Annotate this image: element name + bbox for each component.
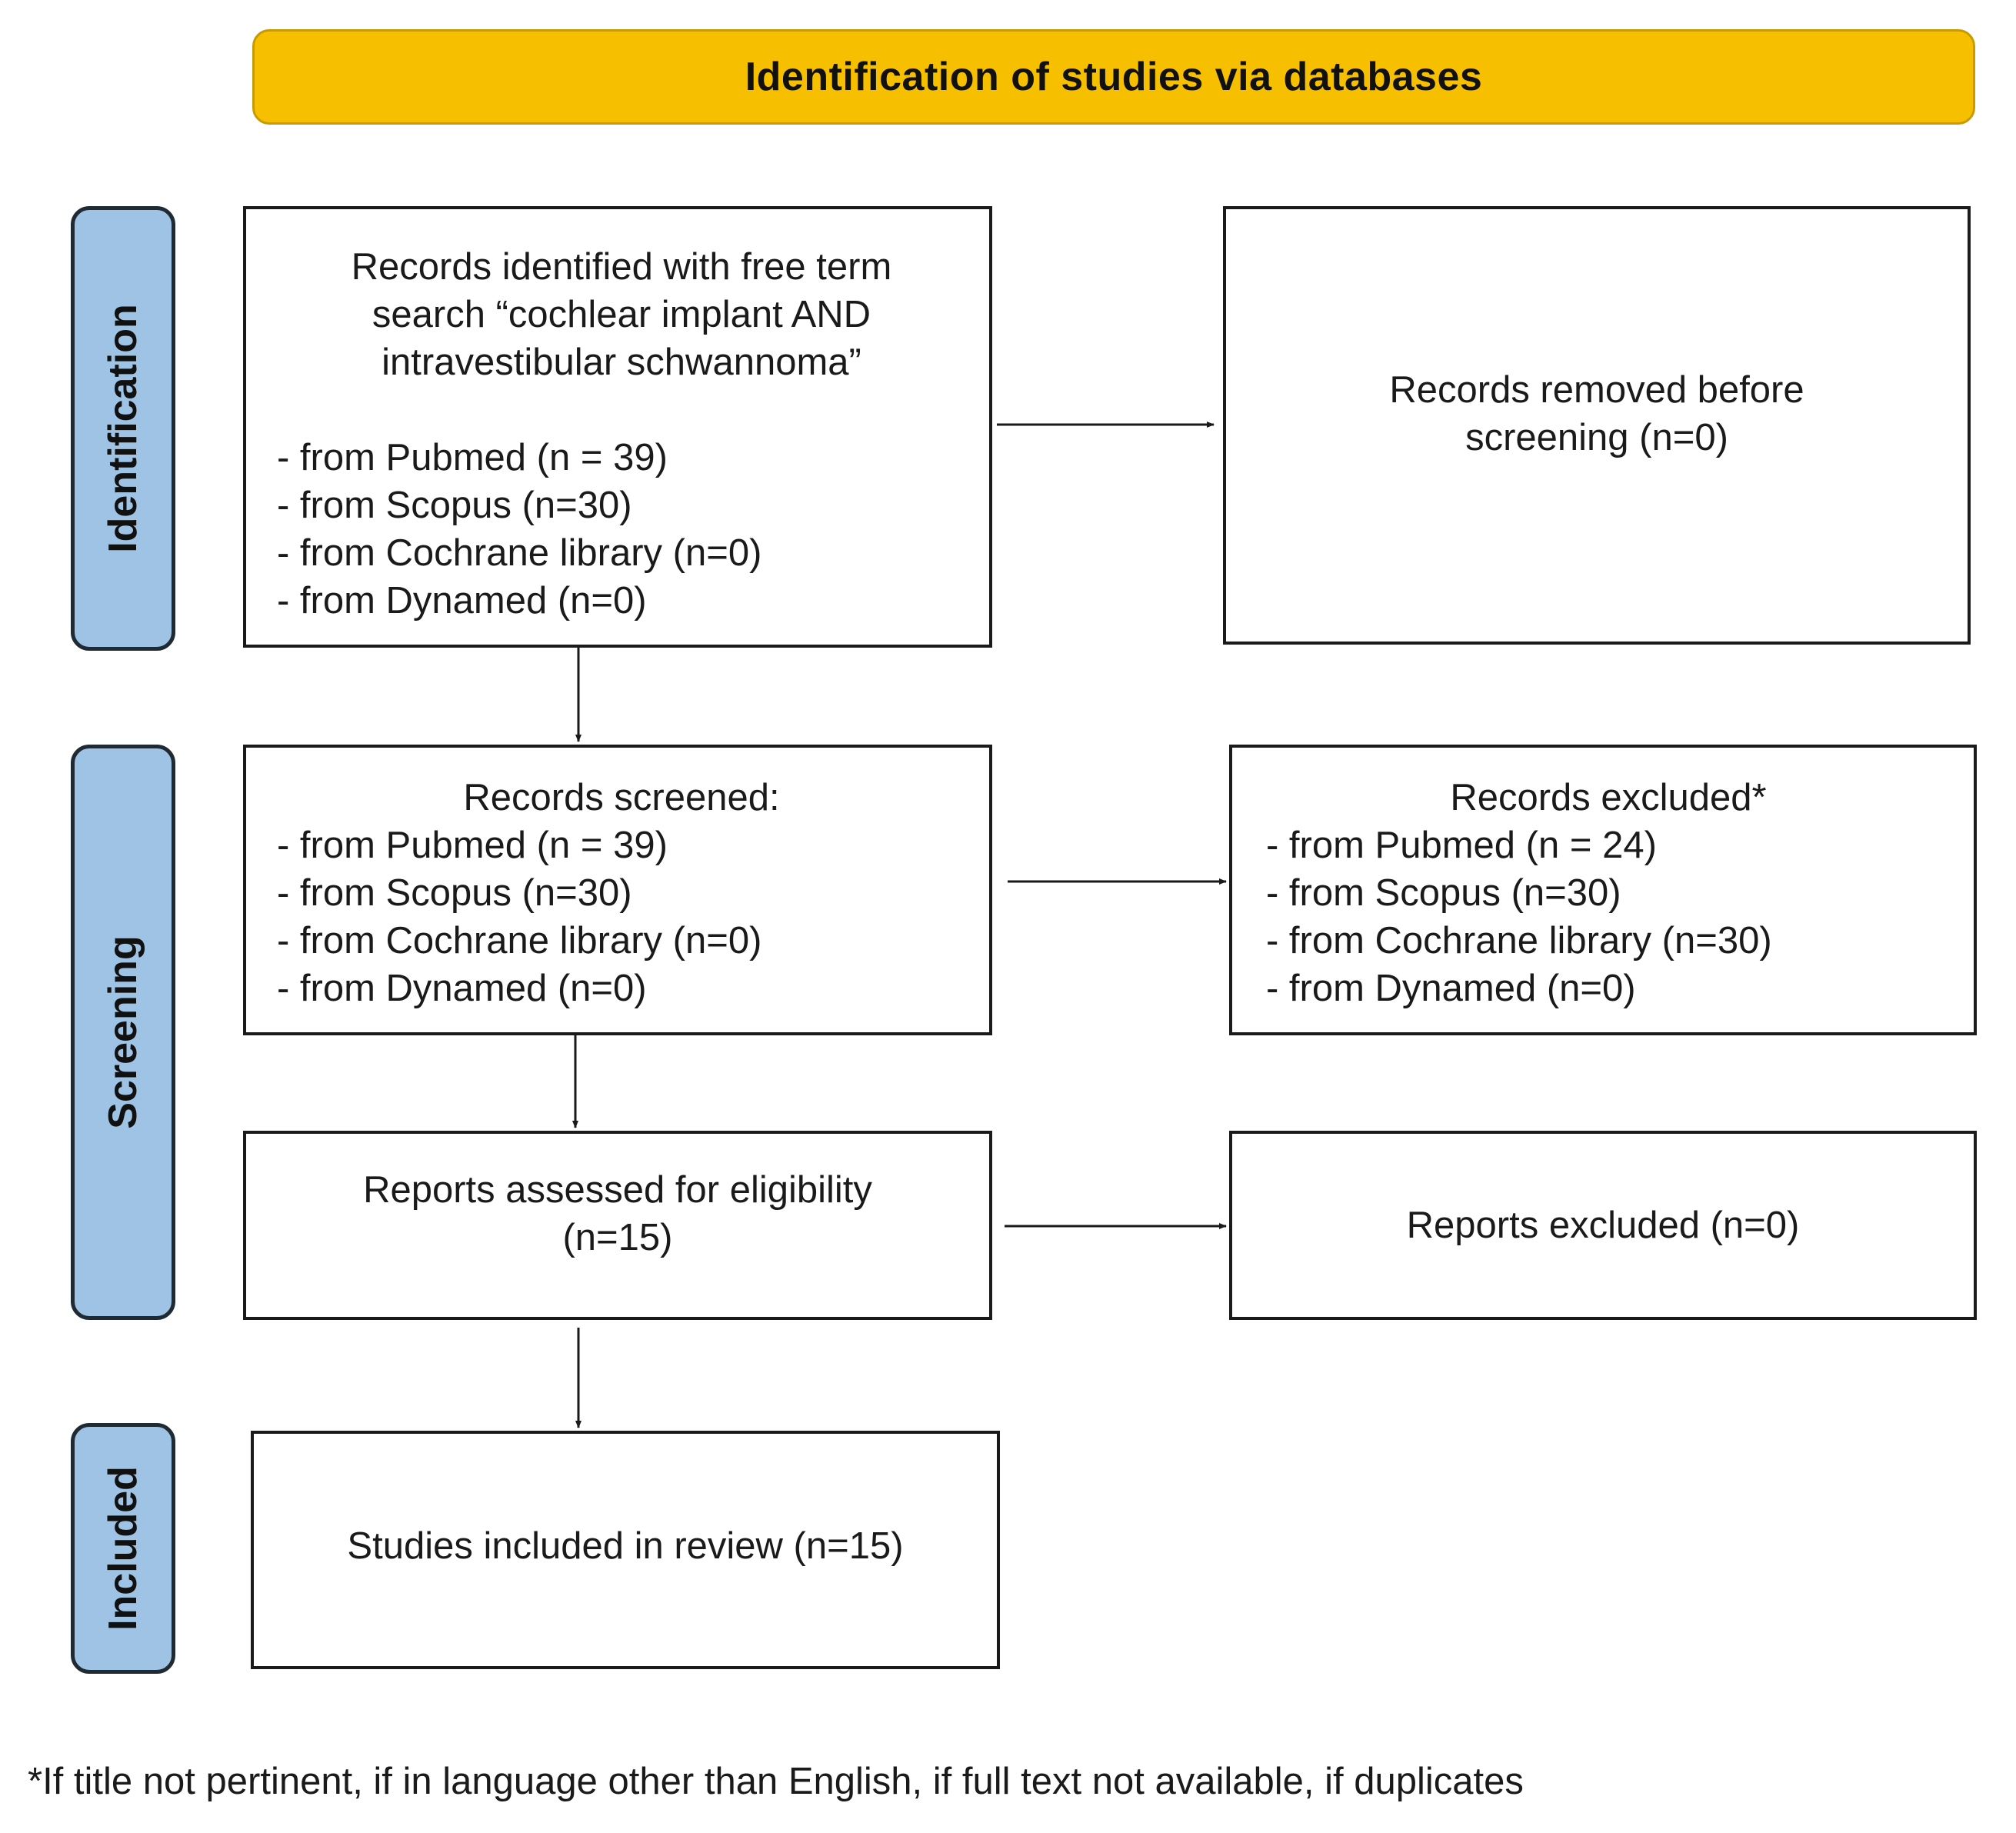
records-excluded-item: - from Scopus (n=30)	[1266, 872, 1621, 914]
records-excluded-box: Records excluded* - from Pubmed (n = 24)…	[1229, 745, 1977, 1035]
records-screened-item: - from Scopus (n=30)	[277, 872, 632, 914]
phase-identification: Identification	[71, 206, 175, 651]
records-excluded-item: - from Pubmed (n = 24)	[1266, 825, 1657, 866]
banner-identification-of-studies: Identification of studies via databases	[252, 29, 1975, 125]
reports-excluded-box: Reports excluded (n=0)	[1229, 1131, 1977, 1320]
reports-excluded-text: Reports excluded (n=0)	[1406, 1205, 1800, 1246]
records-identified-item: - from Cochrane library (n=0)	[277, 532, 762, 574]
reports-assessed-box: Reports assessed for eligibility (n=15)	[243, 1131, 992, 1320]
studies-included-text: Studies included in review (n=15)	[347, 1525, 904, 1567]
records-identified-box: Records identified with free term search…	[243, 206, 992, 648]
records-removed-box: Records removed before screening (n=0)	[1223, 206, 1971, 645]
reports-assessed-text: Reports assessed for eligibility (n=15)	[363, 1169, 872, 1258]
records-identified-item: - from Dynamed (n=0)	[277, 580, 647, 622]
records-screened-box: Records screened: - from Pubmed (n = 39)…	[243, 745, 992, 1035]
records-screened-item: - from Cochrane library (n=0)	[277, 920, 762, 961]
records-screened-heading: Records screened:	[463, 777, 780, 818]
records-screened-item: - from Dynamed (n=0)	[277, 968, 647, 1009]
records-screened-item: - from Pubmed (n = 39)	[277, 825, 668, 866]
phase-screening: Screening	[71, 745, 175, 1320]
records-excluded-item: - from Dynamed (n=0)	[1266, 968, 1636, 1009]
records-removed-text: Records removed before screening (n=0)	[1389, 369, 1804, 458]
footnote: *If title not pertinent, if in language …	[28, 1761, 1524, 1802]
phase-included: Included	[71, 1423, 175, 1674]
records-identified-item: - from Scopus (n=30)	[277, 485, 632, 526]
records-excluded-item: - from Cochrane library (n=30)	[1266, 920, 1772, 961]
records-identified-item: - from Pubmed (n = 39)	[277, 437, 668, 478]
studies-included-box: Studies included in review (n=15)	[251, 1431, 1000, 1669]
records-identified-heading: Records identified with free term search…	[351, 246, 892, 383]
records-excluded-heading: Records excluded*	[1450, 777, 1767, 818]
